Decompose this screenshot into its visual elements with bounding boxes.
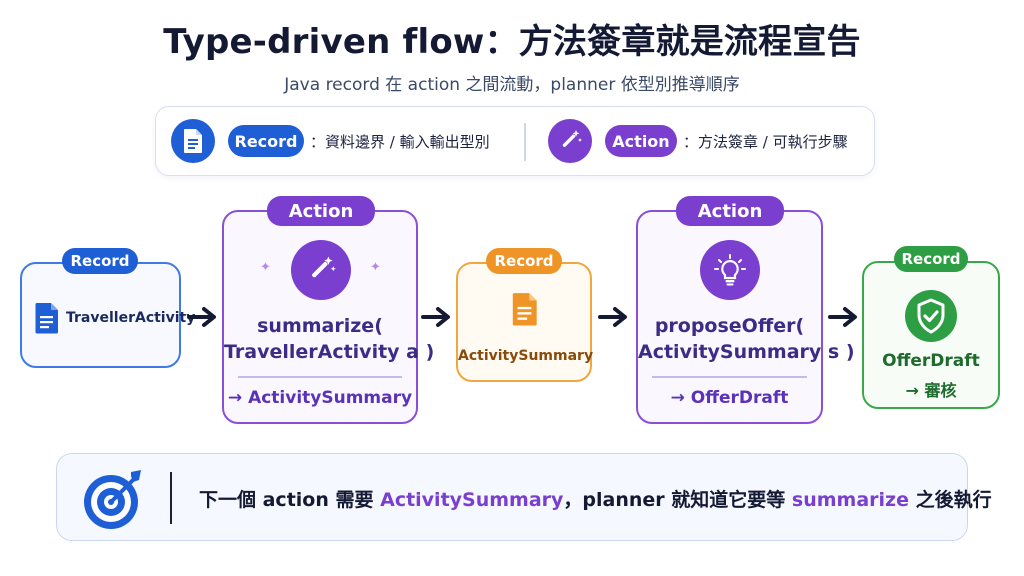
- legend-panel: Record ：資料邊界 / 輸入輸出型別 Action ：方法簽章 / 可執行…: [155, 106, 875, 176]
- function-name: summarize(: [257, 315, 383, 337]
- function-param: ActivitySummary s ): [638, 341, 855, 363]
- document-icon: [34, 302, 60, 338]
- explanation-panel: 下一個 action 需要 ActivitySummary，planner 就知…: [56, 453, 992, 541]
- return-type: → ActivitySummary: [227, 388, 413, 408]
- action-tag: Action: [267, 196, 375, 226]
- legend-record-pill: Record: [228, 125, 304, 157]
- node-label: TravellerActivity: [66, 310, 196, 326]
- return-type: → OfferDraft: [670, 388, 789, 408]
- highlight-type: ActivitySummary: [380, 489, 564, 511]
- explanation-part: 之後執行: [909, 489, 992, 511]
- lightbulb-icon: [700, 240, 760, 300]
- explanation-text: 下一個 action 需要 ActivitySummary，planner 就知…: [199, 485, 992, 512]
- bottom-divider: [170, 472, 172, 524]
- node-label: OfferDraft: [882, 351, 980, 371]
- sparkle-icon: ✦: [370, 260, 381, 275]
- action-tag: Action: [676, 196, 784, 226]
- function-name: proposeOffer(: [654, 315, 805, 337]
- divider: [238, 376, 402, 378]
- highlight-method: summarize: [791, 489, 909, 511]
- flow-arrow: [828, 305, 860, 333]
- legend-action-pill: Action: [605, 125, 677, 157]
- action-node-propose-offer: proposeOffer( ActivitySummary s ) → Offe…: [636, 210, 855, 424]
- flow-arrow: [598, 305, 630, 333]
- node-sublabel: → 審核: [905, 381, 957, 400]
- document-icon: [171, 119, 215, 163]
- record-node-offer-draft: OfferDraft → 審核: [862, 261, 1000, 409]
- shield-check-icon: [904, 289, 958, 347]
- function-param: TravellerActivity a ): [224, 341, 435, 363]
- flow-arrow: [187, 305, 219, 333]
- record-tag: Record: [894, 246, 968, 272]
- legend-divider: [524, 123, 526, 161]
- record-node-traveller-activity: TravellerActivity: [20, 262, 195, 368]
- legend-action-desc: ：方法簽章 / 可執行步驟: [683, 133, 848, 151]
- magic-wand-icon: [548, 119, 592, 163]
- explanation-part: 下一個 action 需要: [199, 489, 381, 511]
- target-icon: [81, 466, 147, 536]
- document-icon: [511, 292, 539, 330]
- action-node-summarize: ✦ ✦ summarize( TravellerActivity a ) → A…: [222, 210, 435, 424]
- node-label: ActivitySummary: [458, 348, 594, 364]
- record-tag: Record: [62, 248, 138, 274]
- magic-wand-icon: [291, 240, 351, 300]
- legend-record-desc: ：資料邊界 / 輸入輸出型別: [310, 133, 490, 151]
- explanation-part: ，planner 就知道它要等: [563, 489, 792, 511]
- divider: [652, 376, 807, 378]
- page-title: Type-driven flow：方法簽章就是流程宣告: [163, 22, 861, 62]
- page-subtitle: Java record 在 action 之間流動，planner 依型別推導順…: [284, 75, 740, 95]
- sparkle-icon: ✦: [260, 260, 271, 275]
- record-tag: Record: [486, 248, 562, 274]
- flow-arrow: [421, 305, 453, 333]
- record-node-activity-summary: ActivitySummary: [456, 262, 594, 382]
